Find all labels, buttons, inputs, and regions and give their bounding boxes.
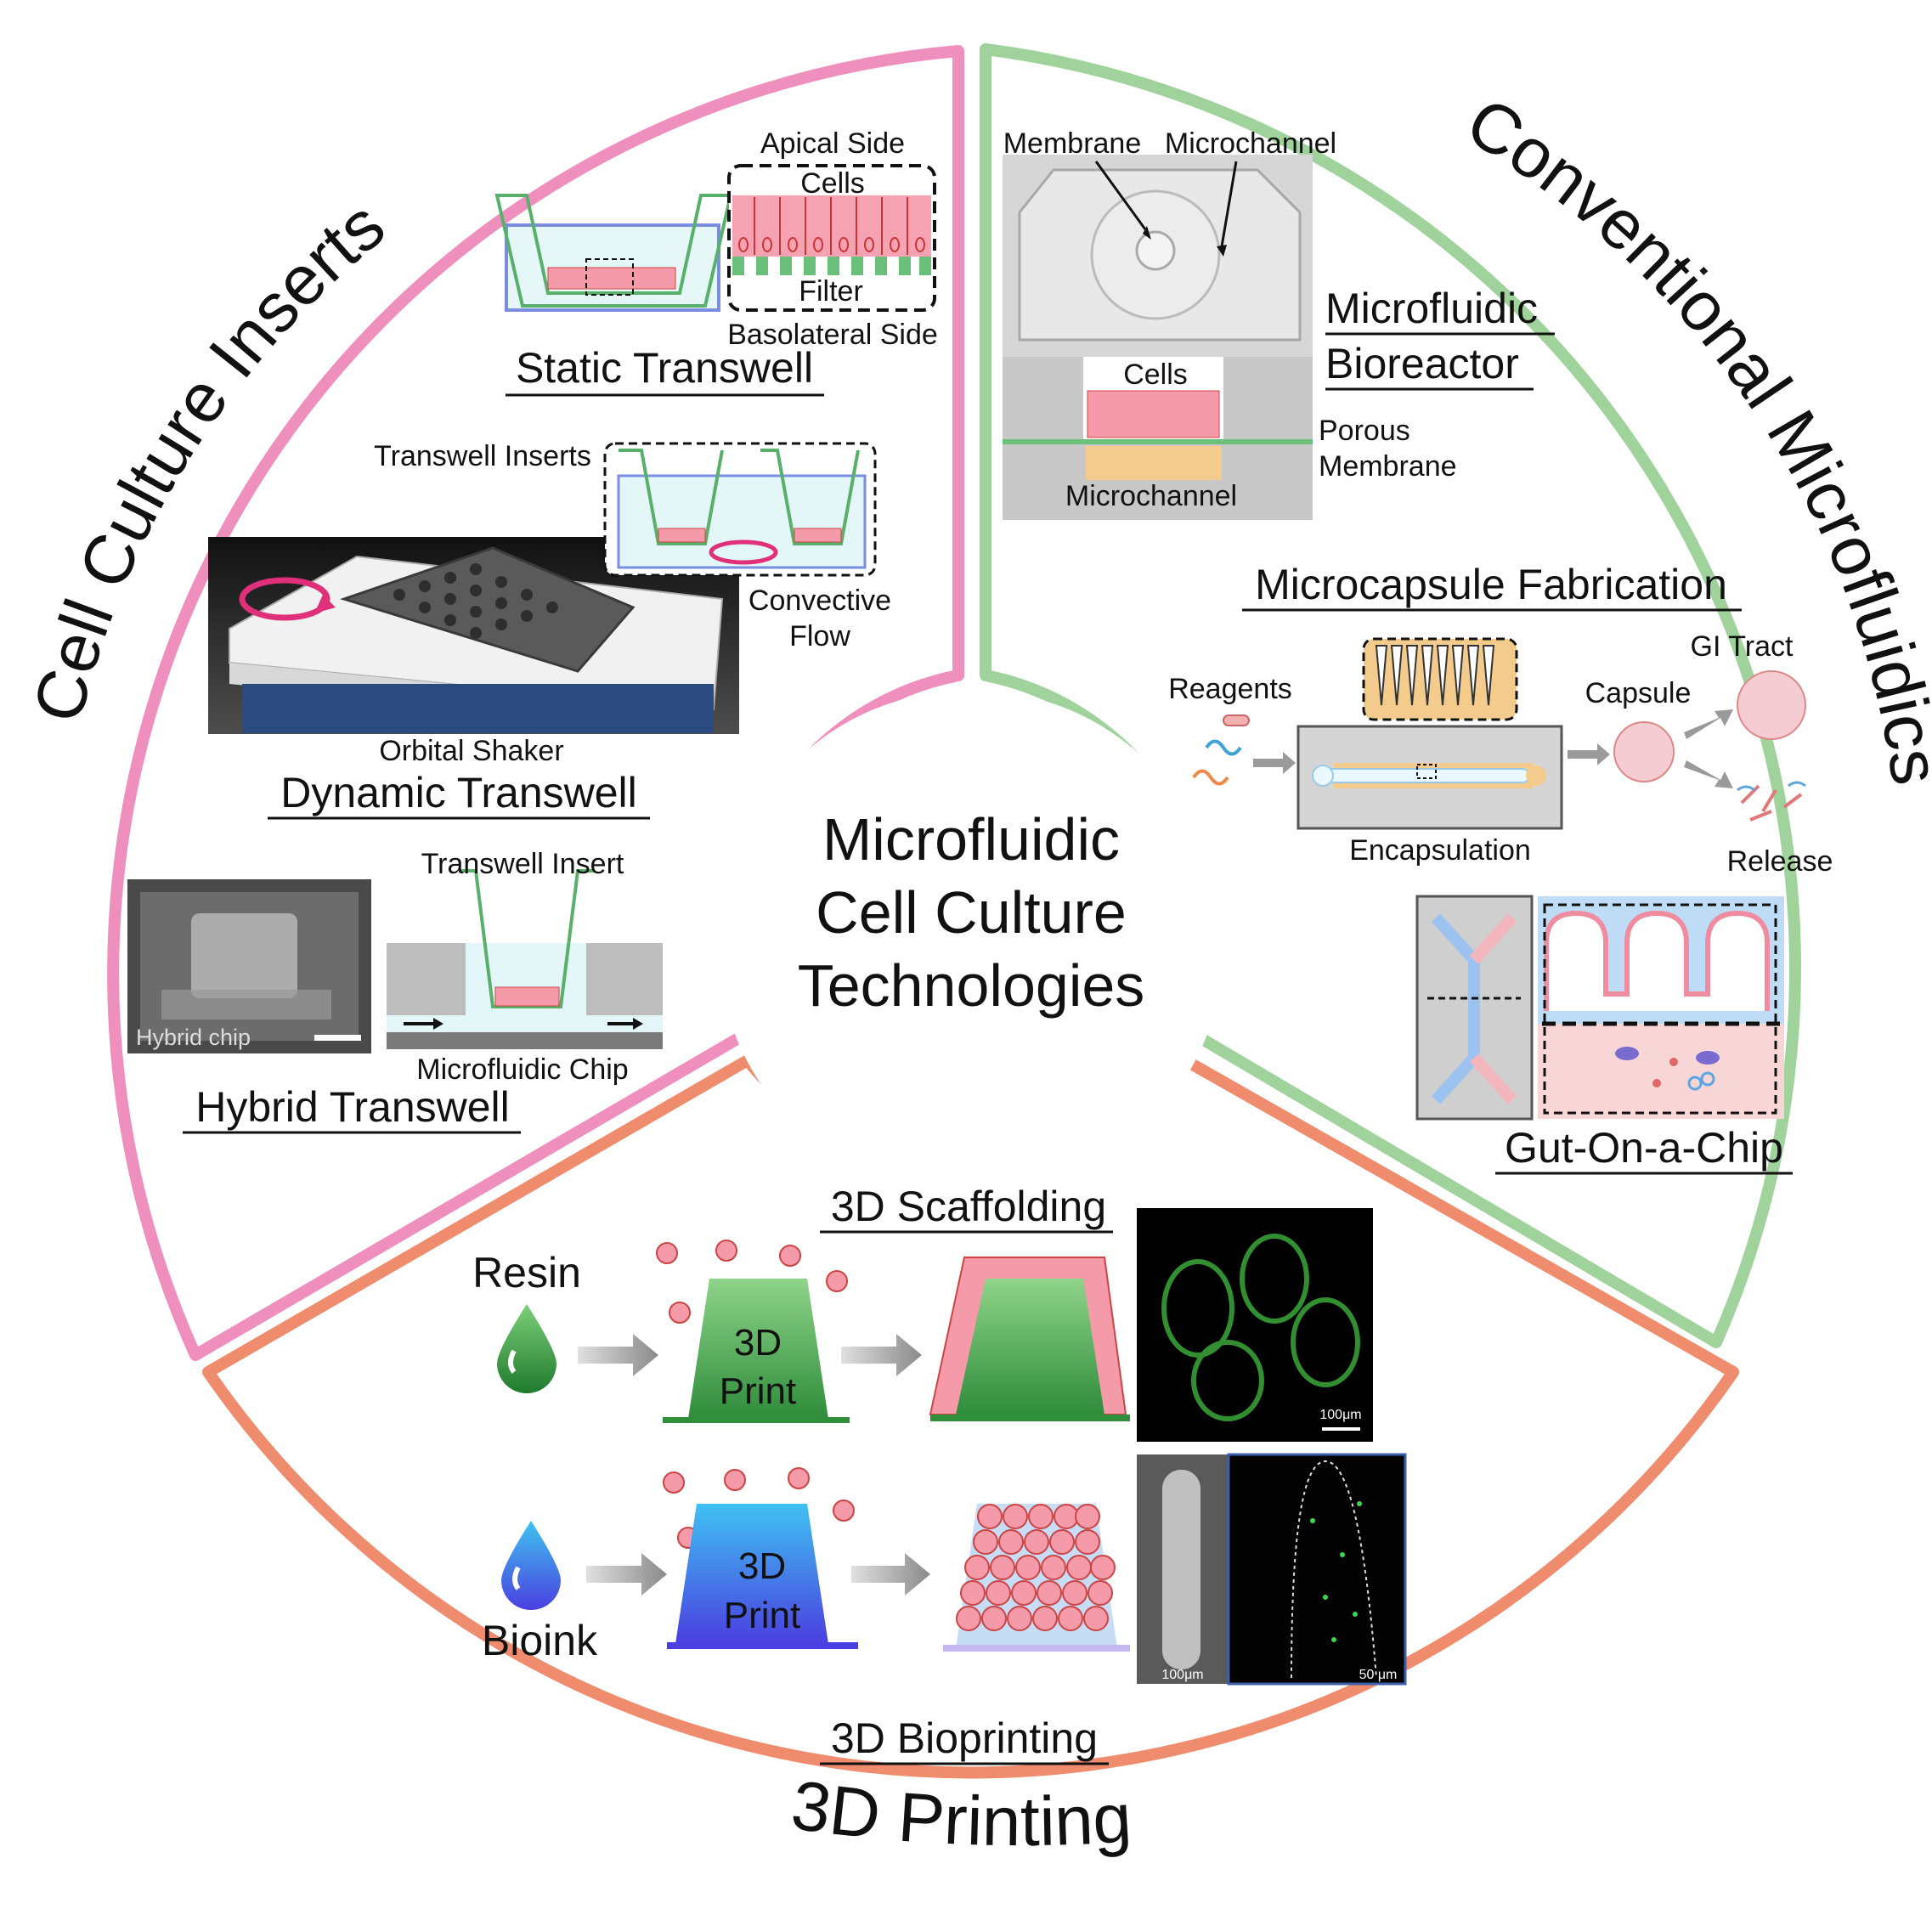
- bioreactor-membrane-label: Membrane: [1003, 127, 1142, 160]
- gut-chip-title: Gut-On-a-Chip: [1505, 1124, 1783, 1172]
- scaffold-print-shape: [688, 1279, 828, 1419]
- bioreactor-title-line1: Microfluidic: [1325, 285, 1538, 332]
- microcapsule-title: Microcapsule Fabrication: [1255, 561, 1727, 608]
- static-cell-layer: [547, 267, 676, 290]
- arrow-print-to-scaffold: [841, 1334, 922, 1376]
- scaffold-with-cells: [929, 1257, 1130, 1421]
- static-transwell-diagram: [494, 164, 936, 312]
- static-apical-label: Apical Side: [760, 127, 905, 160]
- hybrid-photo-label: Hybrid chip: [136, 1025, 251, 1050]
- bioprinting-title: 3D Bioprinting: [831, 1714, 1098, 1762]
- bioreactor-microchannel-bottom-label: Microchannel: [1065, 480, 1237, 512]
- encapsulation-chip: [1296, 637, 1563, 830]
- bioreactor-porous-label-line1: Porous: [1319, 415, 1410, 447]
- center-circle: [718, 690, 1224, 1196]
- bioreactor-microchannel-top-label: Microchannel: [1165, 127, 1336, 160]
- arrow-bioink-to-print: [586, 1553, 667, 1596]
- static-cells-label: Cells: [800, 167, 865, 200]
- dynamic-transwell-inset: [603, 442, 877, 577]
- encapsulation-label: Encapsulation: [1349, 834, 1531, 867]
- gi-tract-label: GI Tract: [1691, 630, 1794, 663]
- orbital-shaker-illustration: [208, 537, 739, 734]
- gut-chip-diagram: [1415, 895, 1784, 1121]
- dynamic-inserts-label: Transwell Inserts: [374, 440, 591, 472]
- bioink-label: Bioink: [482, 1617, 598, 1664]
- bioreactor-cross-section: [1003, 357, 1313, 520]
- dynamic-transwell-title: Dynamic Transwell: [280, 769, 637, 816]
- scaffold-scale-label: 100μm: [1319, 1408, 1361, 1422]
- bioreactor-title-line2: Bioreactor: [1325, 340, 1519, 387]
- static-transwell-title: Static Transwell: [516, 344, 813, 392]
- dynamic-flow-label-line1: Convective: [749, 585, 891, 617]
- bioprint-print-label-line1: 3D: [738, 1545, 786, 1587]
- scaffold-micrograph: 100μm: [1137, 1208, 1373, 1442]
- hybrid-transwell-diagram: [387, 869, 663, 1049]
- orbital-shaker-label: Orbital Shaker: [379, 735, 563, 767]
- release-icon: [1737, 781, 1806, 822]
- scaffold-print-label-line2: Print: [720, 1370, 796, 1412]
- hybrid-insert-label: Transwell Insert: [421, 848, 624, 880]
- arrow-print-to-construct: [851, 1553, 930, 1596]
- center-title-line2: Cell Culture: [816, 879, 1127, 946]
- reagents-icon: [1192, 714, 1250, 786]
- static-filter-label: Filter: [799, 275, 863, 308]
- scaffold-cells-floating: [656, 1240, 848, 1324]
- hybrid-chip-photo: Hybrid chip: [127, 879, 371, 1053]
- capsule-icon: [1613, 721, 1675, 782]
- bioprint-micrographs: 100μm 50 μm: [1137, 1453, 1407, 1686]
- center-title-line3: Technologies: [798, 952, 1145, 1019]
- reagents-label: Reagents: [1168, 673, 1292, 705]
- bioprint-print-label-line2: Print: [724, 1595, 800, 1636]
- bioprint-scale-label-2: 50 μm: [1359, 1668, 1398, 1682]
- center-title-line1: Microfluidic: [822, 806, 1120, 873]
- bioink-drop-icon: [501, 1521, 561, 1610]
- section-title-conventional-microfluidics: Conventional Microfluidics: [1454, 83, 1932, 790]
- bioreactor-photo: [1003, 155, 1313, 360]
- bioprint-scale-label-1: 100μm: [1161, 1668, 1203, 1682]
- gi-tract-capsule-icon: [1737, 670, 1806, 740]
- arrow-resin-to-print: [578, 1334, 658, 1376]
- hybrid-chip-label: Microfluidic Chip: [416, 1053, 628, 1086]
- resin-label: Resin: [472, 1249, 581, 1296]
- dynamic-flow-label-line2: Flow: [789, 620, 850, 652]
- bioprinted-construct: [943, 1504, 1130, 1652]
- hybrid-transwell-title: Hybrid Transwell: [195, 1083, 510, 1131]
- bioreactor-porous-label-line2: Membrane: [1319, 450, 1457, 483]
- bioreactor-cells-label: Cells: [1123, 359, 1188, 391]
- scaffolding-title: 3D Scaffolding: [831, 1183, 1106, 1230]
- static-basolateral-label: Basolateral Side: [727, 319, 938, 351]
- section-title-3d-printing: 3D Printing: [787, 1766, 1133, 1861]
- bioprint-print-shape: [675, 1504, 828, 1644]
- release-label: Release: [1727, 845, 1833, 878]
- scaffold-print-label-line1: 3D: [734, 1322, 782, 1364]
- capsule-label: Capsule: [1585, 677, 1692, 709]
- resin-drop-icon: [497, 1304, 556, 1393]
